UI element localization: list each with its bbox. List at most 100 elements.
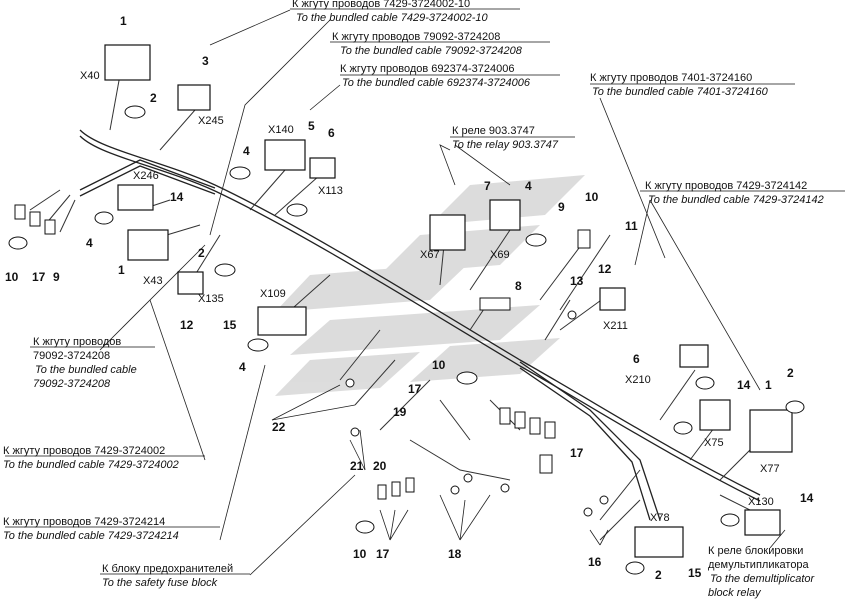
callout-1-en: To the bundled cable 7429-3724002-10 <box>296 12 488 24</box>
callout-10-ru: К блоку предохранителей <box>102 563 234 575</box>
callout-4-en: To the bundled cable 7401-3724160 <box>592 86 768 98</box>
callout-11-en: To the demultiplicator <box>710 573 815 585</box>
ref-x109: X109 <box>260 288 286 300</box>
item-number: 17 <box>32 270 46 284</box>
ref-x77: X77 <box>760 463 780 475</box>
ref-x78: X78 <box>650 512 670 524</box>
connector-x211 <box>599 287 626 311</box>
callout-9-ru: К жгуту проводов 7429-3724214 <box>3 516 166 528</box>
item-number: 6 <box>328 126 335 140</box>
ref-x130: X130 <box>748 496 774 508</box>
callout-10-en: To the safety fuse block <box>102 577 218 589</box>
callout-7-ru: К жгуту проводов <box>33 336 122 348</box>
ref-x40: X40 <box>80 70 100 82</box>
item-number: 7 <box>484 179 491 193</box>
item-number: 1 <box>118 263 125 277</box>
connector-x109 <box>257 306 307 336</box>
connector-x135 <box>177 271 204 295</box>
item-number: 10 <box>585 190 599 204</box>
ref-x67: X67 <box>420 249 440 261</box>
callout-9-en: To the bundled cable 7429-3724214 <box>3 530 179 542</box>
item-number: 5 <box>308 119 315 133</box>
callout-11-ru2: демультипликатора <box>708 559 809 571</box>
connector-x210 <box>679 344 709 368</box>
connector-blocks <box>104 44 793 558</box>
item-number: 16 <box>588 555 602 569</box>
item-number: 3 <box>202 54 209 68</box>
item-number: 20 <box>373 459 387 473</box>
item-number: 19 <box>393 405 407 419</box>
callout-6-en: To the bundled cable 7429-3724142 <box>648 194 824 206</box>
callout-5-en: To the relay 903.3747 <box>452 139 559 151</box>
item-number: 9 <box>558 200 565 214</box>
item-number: 17 <box>570 446 584 460</box>
callout-7-en: To the bundled cable <box>35 364 137 376</box>
callout-6-ru: К жгуту проводов 7429-3724142 <box>645 180 808 192</box>
callout-11-en2: block relay <box>708 587 761 599</box>
connector-x40 <box>104 44 151 81</box>
connector-x140 <box>264 139 306 171</box>
item-number: 1 <box>765 378 772 392</box>
ref-x135: X135 <box>198 293 224 305</box>
callout-7-ru2: 79092-3724208 <box>33 350 111 362</box>
item-number: 10 <box>5 270 19 284</box>
ref-x211: X211 <box>603 320 628 332</box>
item-number: 21 <box>350 459 364 473</box>
item-number: 10 <box>432 358 446 372</box>
watermark-logo <box>275 175 585 396</box>
item-number: 4 <box>239 360 246 374</box>
connector-x77 <box>749 409 793 453</box>
callout-8-en: To the bundled cable 7429-3724002 <box>3 459 179 471</box>
connector-x78 <box>634 526 684 558</box>
item-number: 4 <box>86 236 93 250</box>
callout-2-ru: К жгуту проводов 79092-3724208 <box>332 31 501 43</box>
item-number: 4 <box>243 144 250 158</box>
item-number: 12 <box>598 262 612 276</box>
ref-x113: X113 <box>318 185 343 197</box>
item-number: 10 <box>353 547 367 561</box>
item-number: 22 <box>272 420 286 434</box>
item-number: 1 <box>120 14 127 28</box>
callout-5-ru: К реле 903.3747 <box>452 125 535 137</box>
ref-x140: X140 <box>268 124 294 136</box>
item-number: 2 <box>150 91 157 105</box>
ref-x245: X245 <box>198 115 224 127</box>
ref-x43: X43 <box>143 275 163 287</box>
callout-1-ru: К жгуту проводов 7429-3724002-10 <box>292 0 471 10</box>
connector-x75 <box>699 399 731 431</box>
connector-x130 <box>744 509 781 536</box>
item-number: 13 <box>570 274 584 288</box>
item-number: 8 <box>515 279 522 293</box>
item-number: 14 <box>737 378 751 392</box>
item-number: 15 <box>223 318 237 332</box>
ref-x246: X246 <box>133 170 159 182</box>
item-number: 17 <box>376 547 390 561</box>
connector-x113 <box>309 157 336 179</box>
connector-x69 <box>489 199 521 231</box>
item-number: 2 <box>787 366 794 380</box>
callout-4-ru: К жгуту проводов 7401-3724160 <box>590 72 753 84</box>
item-number: 4 <box>525 179 532 193</box>
item-number: 2 <box>655 568 662 582</box>
callout-2-en: To the bundled cable 79092-3724208 <box>340 45 522 57</box>
item-number: 17 <box>408 382 422 396</box>
callout-7-en2: 79092-3724208 <box>33 378 111 390</box>
callout-underlines <box>5 8 845 575</box>
item-number: 2 <box>198 246 205 260</box>
item-number: 11 <box>625 219 638 233</box>
leader-lines <box>99 9 786 576</box>
connector-x67 <box>429 214 466 251</box>
ref-x210: X210 <box>625 374 651 386</box>
ref-x69: X69 <box>490 249 510 261</box>
callout-3-ru: К жгуту проводов 692374-3724006 <box>340 63 515 75</box>
terminal-symbols <box>8 105 805 575</box>
item-number: 18 <box>448 547 462 561</box>
callout-8-ru: К жгуту проводов 7429-3724002 <box>3 445 166 457</box>
ref-x75: X75 <box>704 437 724 449</box>
item-number: 9 <box>53 270 60 284</box>
connector-x246 <box>117 184 154 211</box>
callout-3-en: To the bundled cable 692374-3724006 <box>342 77 530 89</box>
callout-11-ru: К реле блокировки <box>708 545 804 557</box>
